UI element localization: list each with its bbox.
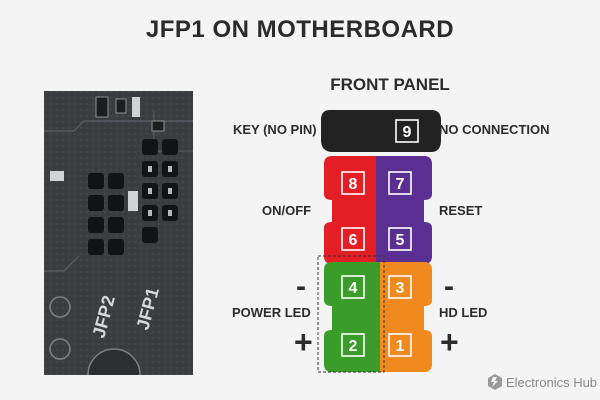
pin-8-number: 8 <box>349 176 358 193</box>
power-led-label: POWER LED <box>232 305 311 320</box>
pin-4-number: 4 <box>349 280 358 297</box>
motherboard-photo: JFP2 JFP1 <box>44 91 193 375</box>
brand-name: Electronics Hub <box>506 374 598 390</box>
pin-9-square <box>395 119 419 143</box>
brand-watermark: Electronics Hub <box>488 372 597 392</box>
reset-label: RESET <box>439 203 483 218</box>
pin-4-square <box>341 275 365 299</box>
hd-led-plus-sign: + <box>440 324 459 360</box>
key-no-pin-label: KEY (NO PIN) <box>233 122 317 137</box>
hd-led-block <box>380 262 432 372</box>
pin-3-number: 3 <box>396 280 405 297</box>
power-led-dashed-outline <box>317 255 385 373</box>
reset-block <box>376 156 432 264</box>
pin-5-square <box>388 227 412 251</box>
key-block <box>321 110 441 152</box>
pin-6-square <box>341 227 365 251</box>
pin-5-number: 5 <box>396 232 405 249</box>
no-connection-label: NO CONNECTION <box>439 122 550 137</box>
hd-led-minus-sign: - <box>444 270 454 303</box>
page-title: JFP1 ON MOTHERBOARD <box>145 16 455 43</box>
power-led-plus-sign: + <box>294 324 313 360</box>
motherboard-closeup-image: JFP2 JFP1 <box>44 91 193 375</box>
on-off-label: ON/OFF <box>262 203 312 218</box>
on-off-block <box>324 156 376 264</box>
pin-2-number: 2 <box>349 338 358 355</box>
pin-9-number: 9 <box>403 124 412 141</box>
pin-7-number: 7 <box>396 176 405 193</box>
pin-6-number: 6 <box>349 232 358 249</box>
front-panel-title: FRONT PANEL <box>330 75 450 94</box>
pin-8-square <box>341 171 365 195</box>
pin-2-square <box>341 333 365 357</box>
power-led-block <box>324 262 380 372</box>
pin-3-square <box>388 275 412 299</box>
electronics-hub-logo-icon <box>488 374 502 390</box>
pin-1-square <box>388 333 412 357</box>
power-led-minus-sign: - <box>296 270 306 303</box>
pin-1-number: 1 <box>396 338 405 355</box>
hd-led-label: HD LED <box>439 305 488 320</box>
pin-7-square <box>388 171 412 195</box>
